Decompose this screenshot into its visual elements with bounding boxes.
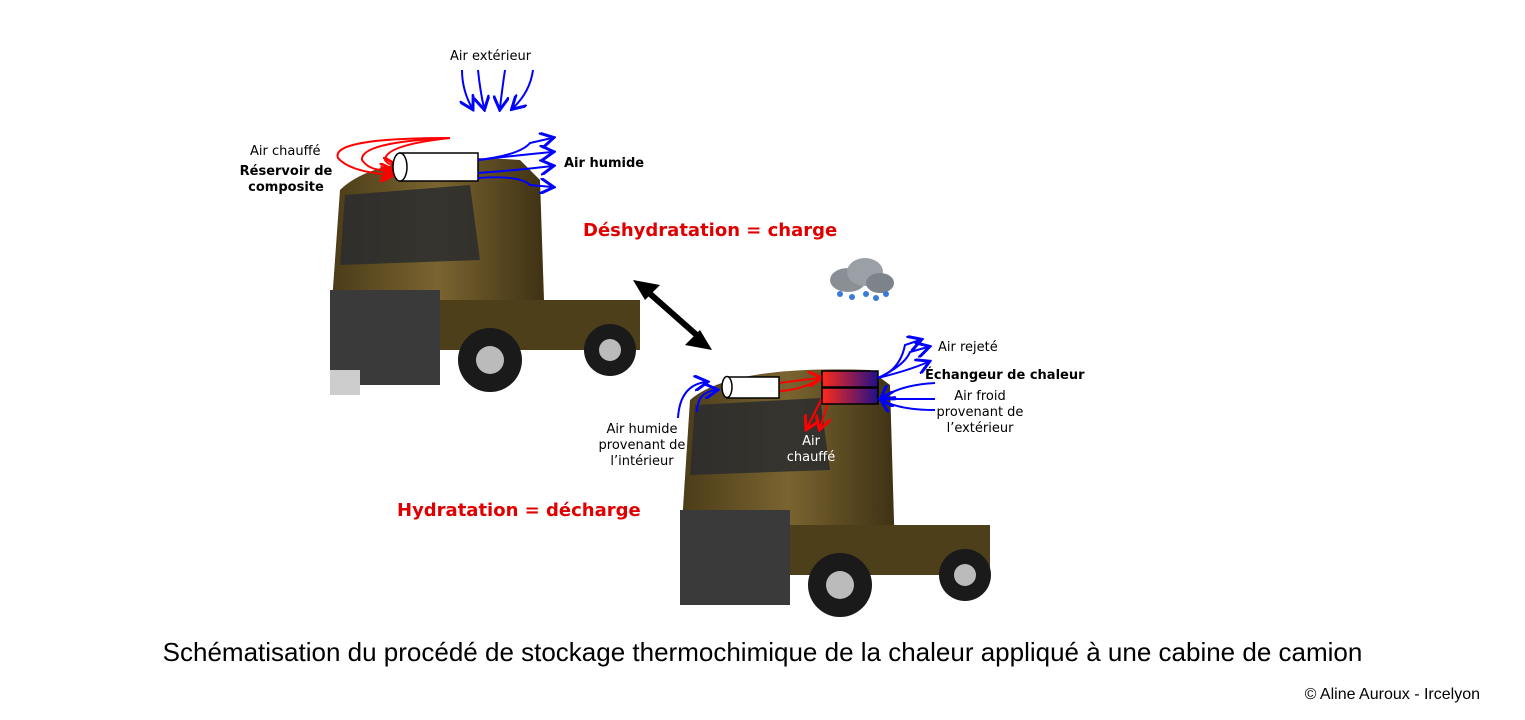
cold-air-arrows xyxy=(882,382,936,410)
credit: © Aline Auroux - Ircelyon xyxy=(1304,686,1480,703)
humid-air-arrows xyxy=(477,138,552,187)
humid-interior-air-arrows xyxy=(677,382,716,419)
double-arrow-icon xyxy=(633,280,712,350)
outside-air-arrows xyxy=(462,69,534,108)
heat-exchanger-icon xyxy=(821,370,879,405)
label-air-rejete: Air rejeté xyxy=(938,340,998,355)
caption: Schématisation du procédé de stockage th… xyxy=(162,637,1363,667)
truck-discharge xyxy=(680,369,991,617)
composite-reservoir-icon-2 xyxy=(721,375,780,399)
label-hydratation: Hydratation = décharge xyxy=(397,500,641,521)
label-air-froid: Air froid provenant de l’extérieur xyxy=(936,389,1024,436)
label-air-chauffe-top: Air chauffé xyxy=(250,144,321,159)
label-air-humide: Air humide xyxy=(564,156,645,171)
heated-air-arrows xyxy=(336,137,451,175)
label-reservoir: Réservoir de composite xyxy=(239,164,333,195)
composite-reservoir-icon xyxy=(392,152,479,182)
label-air-humide-interieur: Air humide provenant de l’intérieur xyxy=(598,422,686,469)
label-air-chauffe-bottom: Air chauffé xyxy=(786,434,836,465)
label-echangeur: Échangeur de chaleur xyxy=(925,368,1085,383)
rain-cloud-icon xyxy=(830,258,894,301)
rejected-air-arrows xyxy=(877,340,928,379)
label-deshydratation: Déshydratation = charge xyxy=(583,220,838,241)
truck-charge xyxy=(330,158,640,395)
label-air-exterieur: Air extérieur xyxy=(450,49,532,64)
